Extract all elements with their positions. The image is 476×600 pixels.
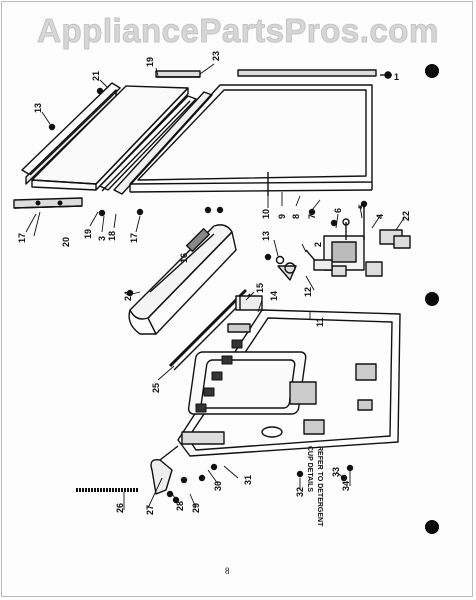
top-trim-1 (237, 69, 392, 79)
callout-8: 8 (291, 214, 301, 219)
callout-3: 3 (97, 236, 107, 241)
callout-31: 31 (243, 475, 253, 485)
callout-4: 4 (375, 214, 385, 219)
callout-2: 2 (313, 242, 323, 247)
trim-strip-18 (99, 91, 213, 195)
lower-hinge-assembly (150, 445, 179, 495)
callout-33: 33 (331, 467, 341, 477)
note-line-2: CUP DETAILS (306, 446, 313, 492)
main-door-panel (129, 84, 373, 196)
callout-30: 30 (213, 481, 223, 491)
callout-19-top: 19 (145, 57, 155, 67)
binder-hole-bottom (425, 520, 439, 534)
callout-17: 17 (129, 233, 139, 243)
callout-13-left: 13 (33, 103, 43, 113)
callout-24: 24 (123, 291, 133, 301)
callout-6: 6 (333, 208, 343, 213)
callout-14: 14 (269, 291, 279, 301)
binder-hole-middle (425, 292, 439, 306)
bracket-20 (13, 197, 83, 209)
callout-25: 25 (151, 383, 161, 393)
callout-12: 12 (303, 287, 313, 297)
callout-7: 7 (307, 214, 317, 219)
callout-29: 29 (191, 503, 201, 513)
watermark: AppliancePartsPros.com (37, 12, 439, 50)
binder-hole-top (425, 64, 439, 78)
bracket-14-15 (227, 295, 263, 333)
callout-1: 1 (394, 72, 399, 82)
inner-door-liner (177, 309, 401, 457)
callout-22: 22 (401, 211, 411, 221)
callout-5: 5 (357, 204, 367, 209)
page-number: 8 (225, 566, 230, 576)
latch-assembly (323, 200, 411, 277)
callout-23: 23 (211, 51, 221, 61)
detergent-cup-note: REFER TO DETERGENT CUP DETAILS (306, 446, 323, 527)
callout-19: 19 (83, 229, 93, 239)
callout-32: 32 (295, 487, 305, 497)
callout-21: 21 (91, 71, 101, 81)
callout-34: 34 (341, 481, 351, 491)
callout-11: 11 (315, 317, 325, 327)
leader-lines (25, 63, 405, 510)
callout-15: 15 (255, 283, 265, 293)
callout-10: 10 (261, 209, 271, 219)
callout-9: 9 (277, 214, 287, 219)
door-handle-16 (128, 224, 237, 335)
callout-28: 28 (175, 501, 185, 511)
callout-18: 18 (107, 231, 117, 241)
top-trim-23 (155, 70, 201, 78)
callout-13: 13 (261, 231, 271, 241)
callout-27: 27 (145, 505, 155, 515)
small-parts (275, 249, 333, 281)
callout-16: 16 (179, 253, 189, 263)
callout-26: 26 (115, 503, 125, 513)
callout-20: 20 (61, 237, 71, 247)
callout-17-left: 17 (17, 233, 27, 243)
callout-labels: 21 19 23 13 17 20 19 3 18 17 10 9 8 7 6 … (17, 51, 411, 515)
note-line-1: REFER TO DETERGENT (316, 446, 323, 527)
